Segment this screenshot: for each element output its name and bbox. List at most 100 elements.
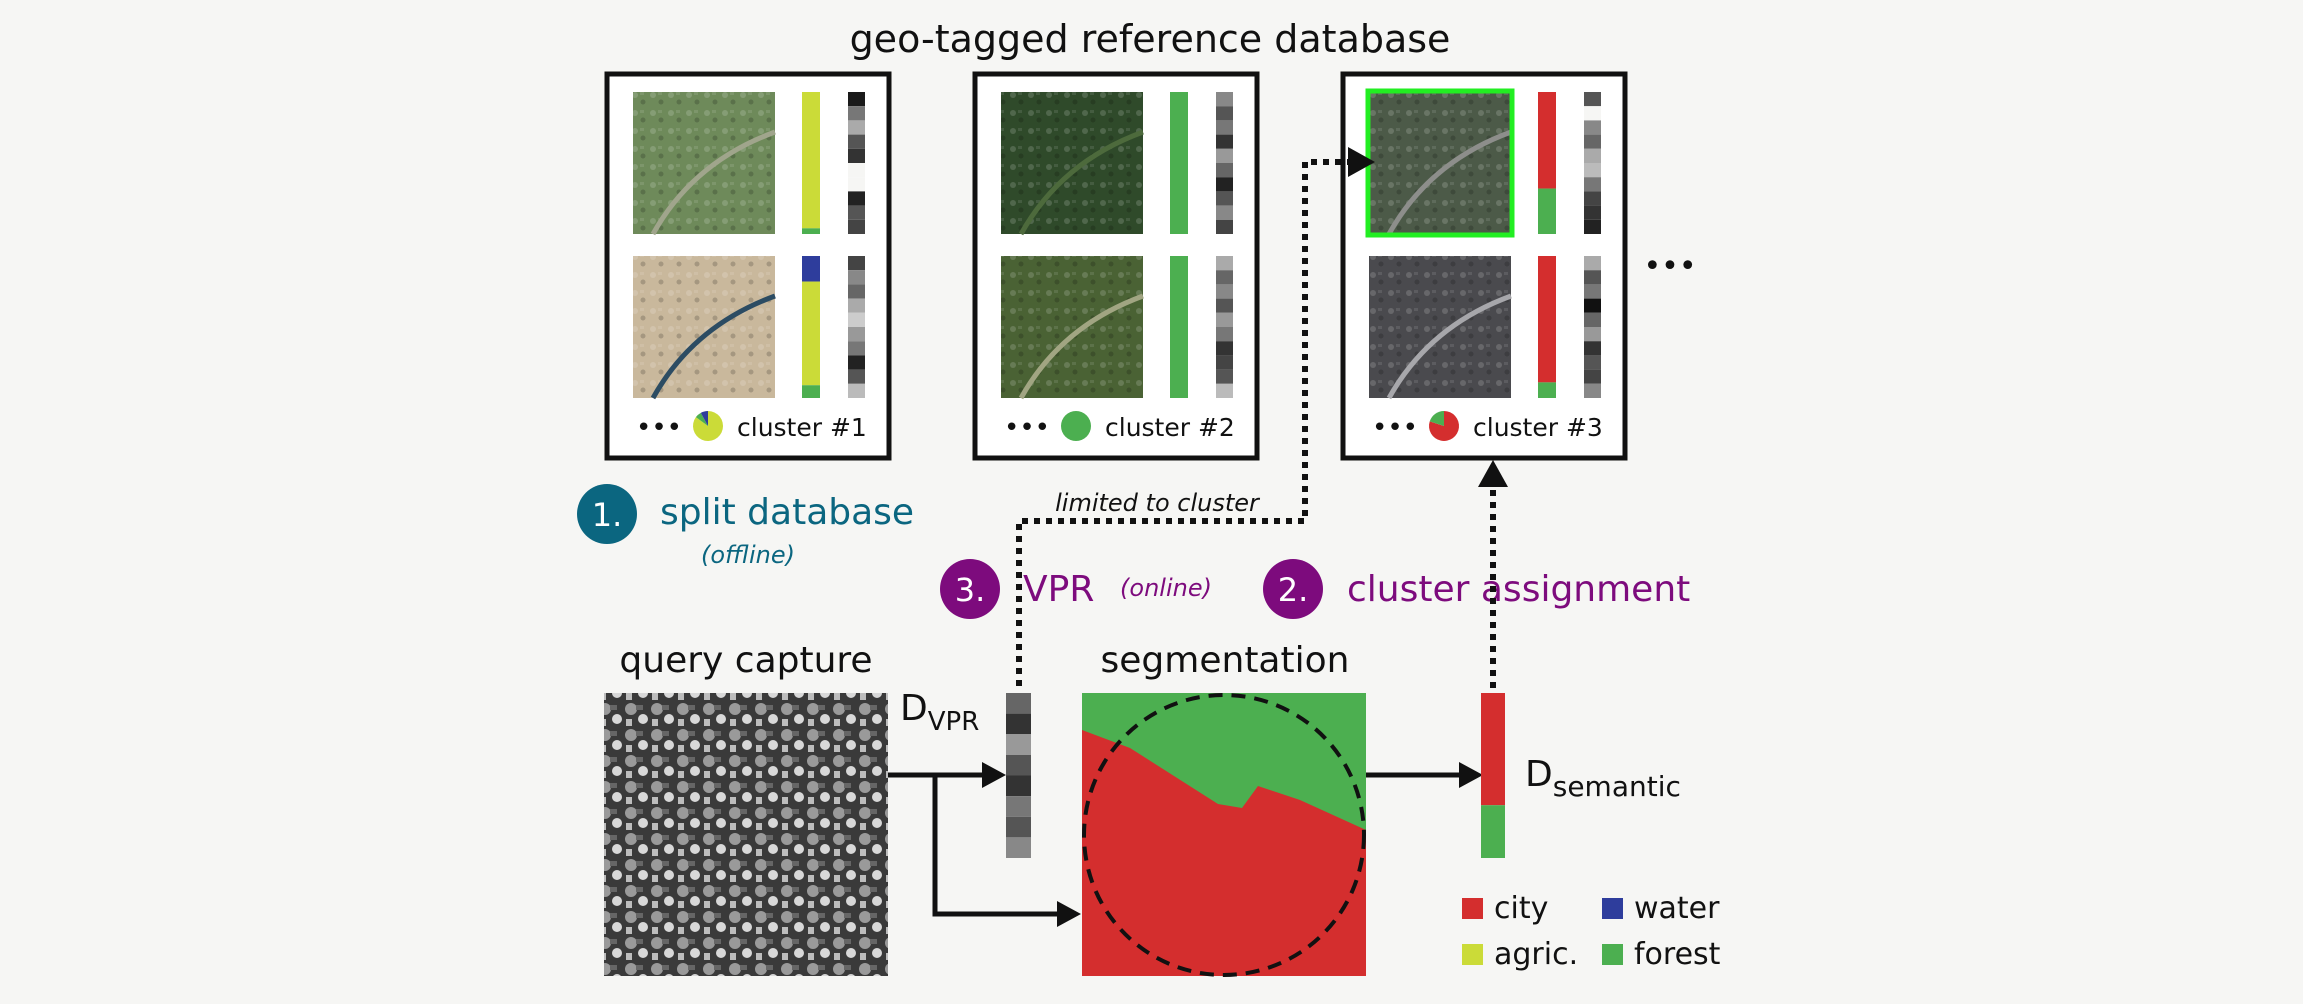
dsemantic-descriptor-bar xyxy=(1481,693,1505,858)
dsemantic-label-main: D xyxy=(1525,754,1553,795)
descriptor-cell xyxy=(1216,106,1233,121)
tile-texture xyxy=(1001,256,1143,398)
legend-label-city: city xyxy=(1494,891,1548,926)
step-3-sublabel: (online) xyxy=(1120,574,1212,602)
legend-item-water: water xyxy=(1602,891,1720,926)
step-2-label: cluster assignment xyxy=(1347,569,1690,610)
step-2-number: 2. xyxy=(1278,571,1309,609)
vpr-to-cluster-dotted-path xyxy=(1016,159,1352,686)
descriptor-cell xyxy=(1584,92,1601,107)
class-legend: city water agric. forest xyxy=(1462,891,1721,972)
query-to-segmentation-arrowhead xyxy=(1057,901,1081,927)
descriptor-cell xyxy=(1216,327,1233,342)
step-3-badge xyxy=(940,559,1000,619)
descriptor-cell xyxy=(1216,341,1233,356)
descriptor-cell xyxy=(1216,92,1233,107)
segmentation-to-dsem-arrowhead xyxy=(1459,762,1483,788)
semantic-bar-forest-segment xyxy=(802,385,820,398)
tile-feature xyxy=(1018,129,1144,236)
reference-image-1-2 xyxy=(633,256,865,400)
descriptor-cell xyxy=(1584,327,1601,342)
descriptor-cell xyxy=(1584,191,1601,206)
cluster-panel-3: •••cluster #3 xyxy=(1340,71,1628,461)
descriptor-cell xyxy=(1216,270,1233,285)
descriptor-cell xyxy=(1216,191,1233,206)
step-3-label: VPR xyxy=(1023,569,1094,610)
reference-image-3-2 xyxy=(1369,256,1601,400)
semantic-bar-agric-segment xyxy=(802,281,820,386)
descriptor-cell xyxy=(1584,134,1601,149)
legend-label-water: water xyxy=(1634,891,1720,926)
step-1-group: 1. split database (offline) xyxy=(577,484,914,569)
descriptor-cell xyxy=(1584,256,1601,271)
dvpr-cell xyxy=(1006,693,1031,714)
descriptor-cell xyxy=(848,383,865,398)
step-1-number: 1. xyxy=(592,496,623,534)
cluster-ellipsis: ••• xyxy=(636,413,682,443)
reference-image-2-2 xyxy=(1001,256,1233,400)
dvpr-descriptor-bar xyxy=(1006,693,1031,858)
tile-feature xyxy=(650,293,776,400)
segmentation-title: segmentation xyxy=(1101,640,1350,681)
step-3-group: 3. VPR (online) xyxy=(940,559,1212,619)
descriptor-cell xyxy=(1216,369,1233,384)
semantic-bar-forest-segment xyxy=(802,228,820,234)
step-3-number: 3. xyxy=(955,571,986,609)
legend-swatch-city xyxy=(1462,898,1483,919)
dsem-city-segment xyxy=(1481,693,1505,806)
dvpr-cell xyxy=(1006,837,1031,858)
descriptor-cell xyxy=(1216,312,1233,327)
step-1-badge xyxy=(577,484,637,544)
descriptor-cell xyxy=(1216,163,1233,178)
semantic-bar-forest-segment xyxy=(1538,188,1556,234)
cluster-label: cluster #1 xyxy=(737,413,867,442)
dvpr-cell xyxy=(1006,796,1031,817)
descriptor-cell xyxy=(848,312,865,327)
query-capture-title: query capture xyxy=(619,640,872,681)
segmentation-crop-circle xyxy=(1082,693,1366,977)
descriptor-cell xyxy=(848,219,865,234)
descriptor-cell xyxy=(1584,148,1601,163)
descriptor-cell xyxy=(848,177,865,192)
descriptor-cell xyxy=(1584,163,1601,178)
legend-label-forest: forest xyxy=(1634,937,1721,972)
dvpr-cell xyxy=(1006,754,1031,776)
descriptor-cell xyxy=(1216,219,1233,234)
semantic-bar-forest-segment xyxy=(1538,382,1556,398)
semantic-bar-city-segment xyxy=(1538,92,1556,189)
tile-texture xyxy=(1369,92,1511,234)
descriptor-cell xyxy=(1584,219,1601,234)
step-2-group: 2. cluster assignment xyxy=(1263,559,1690,619)
descriptor-cell xyxy=(1216,120,1233,135)
cluster-panel-1: ••• cluster #1 xyxy=(604,71,892,461)
descriptor-cell xyxy=(1216,148,1233,163)
cluster-label: cluster #2 xyxy=(1105,413,1235,442)
descriptor-cell xyxy=(848,148,865,163)
query-capture-image xyxy=(604,693,888,976)
descriptor-cell xyxy=(1584,106,1601,121)
tile-feature xyxy=(1018,293,1144,400)
descriptor-cell xyxy=(1584,205,1601,220)
cluster-pie-forest-slice xyxy=(1429,411,1444,426)
cluster-pie-water-slice xyxy=(700,411,708,426)
database-title: geo-tagged reference database xyxy=(850,17,1451,61)
descriptor-cell xyxy=(848,284,865,299)
descriptor-cell xyxy=(1216,355,1233,370)
dsem-forest-segment xyxy=(1481,805,1505,858)
dvpr-cell xyxy=(1006,734,1031,755)
legend-swatch-agric xyxy=(1462,944,1483,965)
step-1-sublabel: (offline) xyxy=(701,541,795,569)
descriptor-cell xyxy=(1584,369,1601,384)
descriptor-cell xyxy=(848,106,865,121)
legend-label-agric: agric. xyxy=(1494,937,1578,972)
query-to-dvpr-arrowhead xyxy=(982,762,1006,788)
descriptor-cell xyxy=(1216,134,1233,149)
tile-texture xyxy=(1001,92,1143,234)
descriptor-cell xyxy=(1584,120,1601,135)
descriptor-cell xyxy=(1584,355,1601,370)
cluster-panels: ••• cluster #1••• cluster #2 •••cluster #3 xyxy=(604,71,1628,461)
limited-to-cluster-label: limited to cluster xyxy=(1055,489,1261,517)
descriptor-cell xyxy=(1216,177,1233,192)
reference-image-3-1 xyxy=(1365,88,1601,238)
